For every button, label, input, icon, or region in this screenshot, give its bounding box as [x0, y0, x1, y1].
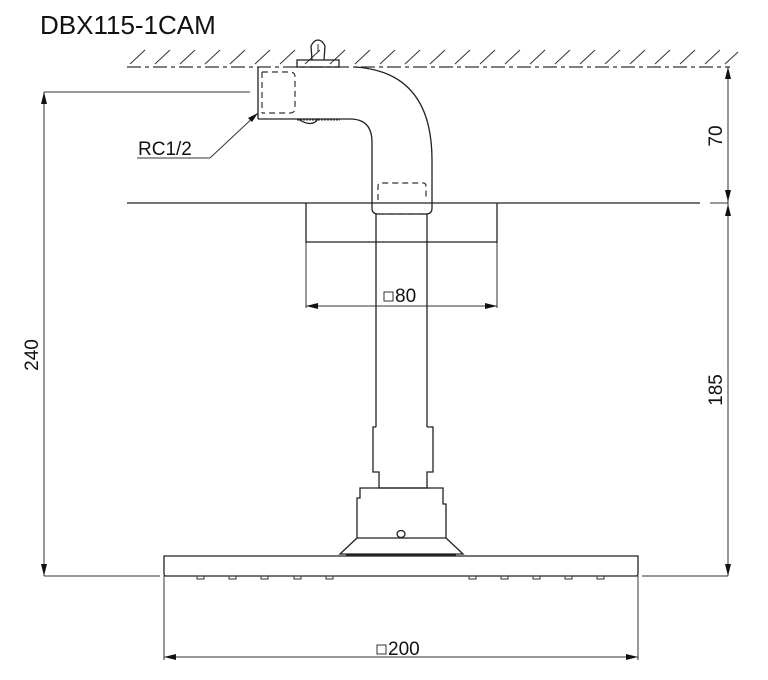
square-symbol-icon [383, 291, 394, 302]
thread-callout-leader [137, 112, 259, 159]
dimension-head-width [163, 576, 639, 660]
dimension-total-height [41, 91, 250, 577]
dim-label-70: 70 [706, 125, 727, 146]
svg-text:200: 200 [388, 639, 420, 660]
dimension-flange-width [305, 243, 498, 309]
ceiling-clip [296, 39, 340, 68]
square-symbol-icon [376, 644, 387, 655]
nozzles [196, 575, 605, 580]
dimension-right-chain [642, 67, 731, 577]
dim-label-80: 80 [383, 286, 416, 307]
inlet-fitting [257, 67, 296, 119]
model-title: DBX115-1CAM [40, 10, 216, 40]
shower-arm-pipe [375, 214, 428, 427]
thread-label: RC1/2 [138, 139, 192, 160]
dim-label-185: 185 [706, 374, 727, 406]
shower-head-plate [163, 555, 639, 580]
dim-label-240: 240 [22, 339, 43, 371]
swivel-joint [338, 426, 465, 556]
elbow-arm [258, 66, 433, 215]
ceiling-flange [127, 202, 700, 243]
dim-label-200: 200 [376, 639, 420, 660]
svg-text:80: 80 [395, 286, 416, 307]
ceiling-surface [127, 49, 739, 68]
